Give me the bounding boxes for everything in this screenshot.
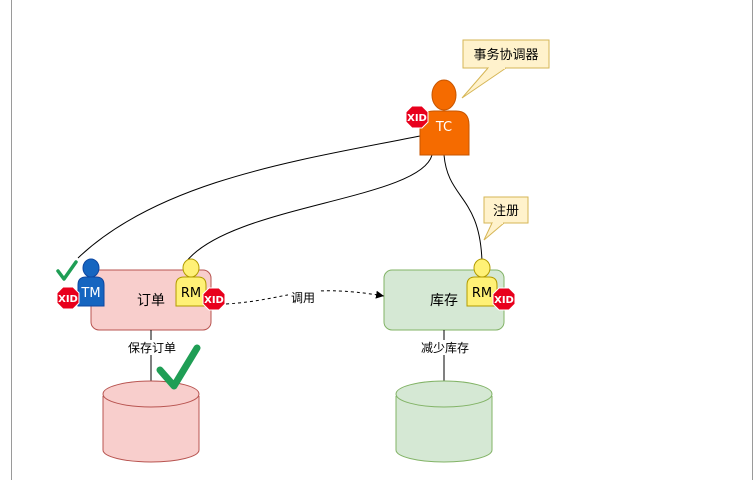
call-label-bg bbox=[288, 290, 318, 304]
stock-rm-xid-badge: XID bbox=[492, 287, 516, 311]
order-success-check-icon bbox=[156, 344, 201, 390]
stock-rm-label: RM bbox=[472, 286, 492, 301]
tc-xid-badge: XID bbox=[405, 105, 429, 129]
tc-to-stock-rm-link bbox=[443, 154, 483, 263]
stock-database-icon bbox=[395, 380, 493, 463]
tm-check-icon bbox=[56, 260, 78, 281]
order-rm-label: RM bbox=[181, 286, 201, 301]
order-label: 订单 bbox=[137, 293, 165, 309]
tm-actor: TM bbox=[77, 258, 105, 307]
order-database-icon bbox=[102, 380, 200, 463]
xid-text: XID bbox=[204, 295, 224, 306]
order-action-label: 保存订单 bbox=[128, 341, 176, 355]
tc-callout: 事务协调器 bbox=[461, 39, 550, 99]
xid-text: XID bbox=[407, 113, 427, 124]
tc-to-tm-link bbox=[77, 135, 421, 259]
stock-action-bg bbox=[414, 340, 474, 355]
stock-rm-actor: RM bbox=[466, 258, 498, 307]
tm-xid-badge: XID bbox=[56, 286, 80, 310]
order-rm-xid-badge: XID bbox=[202, 287, 226, 311]
order-rm-actor: RM bbox=[175, 258, 207, 307]
stock-label: 库存 bbox=[430, 293, 458, 309]
tc-label: TC bbox=[435, 120, 452, 135]
tc-to-order-rm-link bbox=[185, 154, 433, 263]
xid-text: XID bbox=[494, 295, 514, 306]
canvas-frame bbox=[11, 0, 753, 480]
tm-label: TM bbox=[80, 286, 100, 301]
order-action-bg bbox=[122, 340, 182, 355]
stock-action-label: 减少库存 bbox=[421, 340, 469, 355]
register-callout: 注册 bbox=[483, 196, 529, 241]
tc-callout-text: 事务协调器 bbox=[473, 47, 538, 63]
call-label: 调用 bbox=[291, 291, 315, 305]
xid-text: XID bbox=[58, 294, 78, 305]
tc-actor: TC bbox=[419, 79, 470, 156]
register-callout-text: 注册 bbox=[493, 204, 519, 219]
